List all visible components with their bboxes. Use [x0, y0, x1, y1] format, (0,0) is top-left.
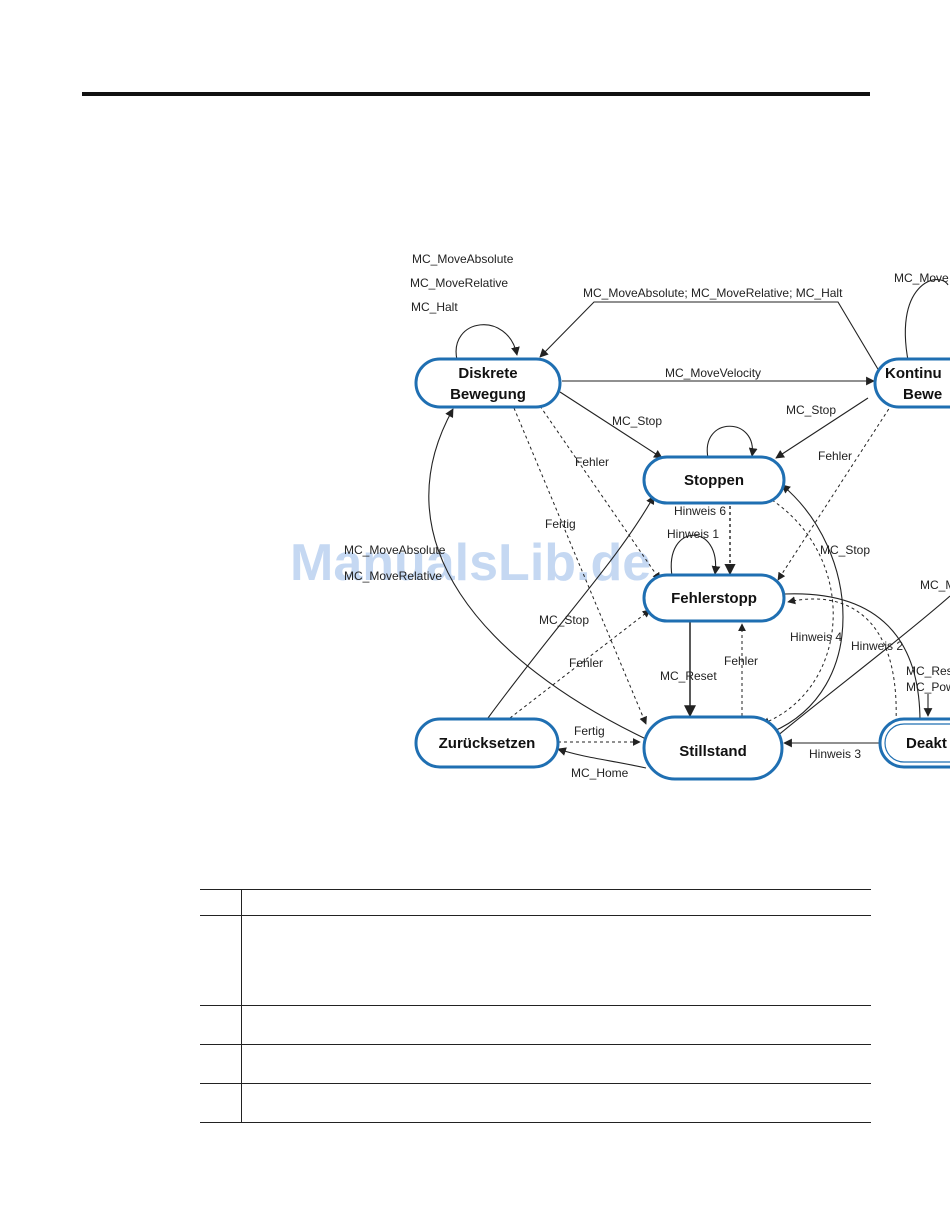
- table-cell: [200, 915, 242, 1006]
- state-continuous-label-2: Bewe: [903, 386, 942, 403]
- state-continuous-label-1: Kontinu: [885, 365, 942, 382]
- label-mc-reset-right: MC_Res: [906, 664, 950, 678]
- edge-continuous-fault: [777, 403, 893, 581]
- label-mc-reset: MC_Reset: [660, 669, 717, 683]
- label-discrete-self-3: MC_Halt: [411, 300, 458, 314]
- table-cell: [241, 889, 871, 916]
- label-mc-power-right: MC_Pow: [906, 680, 950, 694]
- label-mc-home: MC_Home: [571, 766, 629, 780]
- state-disabled: Deakt: [878, 717, 950, 769]
- table-cell: [200, 1083, 242, 1123]
- state-discrete-motion: Diskrete Bewegung: [414, 357, 562, 409]
- state-stopping-label: Stoppen: [684, 472, 744, 489]
- edge-discrete-to-stopping: [559, 391, 663, 459]
- table-row: [200, 1083, 871, 1123]
- label-hinweis-3: Hinweis 3: [809, 747, 861, 761]
- edge-homing-to-stopping: [487, 495, 655, 719]
- notes-table: [200, 889, 871, 1123]
- label-standstill-move-2: MC_MoveRelative: [344, 569, 442, 583]
- state-homing: Zurücksetzen: [414, 717, 560, 769]
- state-discrete-label-1: Diskrete: [458, 365, 517, 382]
- label-hinweis-4: Hinweis 4: [790, 630, 842, 644]
- edge-continuous-to-discrete: [539, 301, 889, 387]
- edge-right-to-standstill: [769, 595, 950, 743]
- notes-table-wrapper: [200, 889, 871, 1123]
- label-fehler-homing: Fehler: [569, 656, 603, 670]
- state-discrete-label-2: Bewegung: [450, 386, 526, 403]
- label-hinweis-6: Hinweis 6: [674, 504, 726, 518]
- state-disabled-label: Deakt: [906, 735, 947, 752]
- discrete-self-loop: [455, 324, 520, 361]
- table-row: [200, 1044, 871, 1084]
- label-fertig-discrete: Fertig: [545, 517, 576, 531]
- label-right-move: MC_M: [920, 578, 950, 592]
- table-cell: [200, 1044, 242, 1084]
- state-homing-label: Zurücksetzen: [439, 735, 536, 752]
- label-hinweis-1: Hinweis 1: [667, 527, 719, 541]
- state-diagram: ManualsLib.de: [290, 252, 950, 781]
- label-fehler-standstill: Fehler: [724, 654, 758, 668]
- watermark: ManualsLib.de: [290, 534, 651, 592]
- table-row: [200, 915, 871, 1006]
- edge-standstill-to-homing: [557, 747, 647, 769]
- label-continuous-to-discrete: MC_MoveAbsolute; MC_MoveRelative; MC_Hal…: [583, 286, 843, 300]
- state-errorstop-label: Fehlerstopp: [671, 590, 757, 607]
- label-discrete-self-1: MC_MoveAbsolute: [412, 252, 514, 266]
- label-fehler-continuous: Fehler: [818, 449, 852, 463]
- state-continuous-motion: Kontinu Bewe: [873, 357, 950, 409]
- state-standstill: Stillstand: [642, 715, 784, 781]
- table-row: [200, 1005, 871, 1045]
- table-cell: [200, 889, 242, 916]
- table-cell: [200, 1005, 242, 1045]
- edge-disabled-to-errorstop: [787, 596, 897, 723]
- table-row: [200, 889, 871, 916]
- label-discrete-stop: MC_Stop: [612, 414, 662, 428]
- label-continuous-stop: MC_Stop: [786, 403, 836, 417]
- table-cell: [241, 1083, 871, 1123]
- label-fehler-discrete: Fehler: [575, 455, 609, 469]
- edge-continuous-to-stopping: [775, 397, 869, 459]
- table-cell: [241, 915, 871, 1006]
- stopping-self-loop: [706, 425, 758, 459]
- state-standstill-label: Stillstand: [679, 743, 747, 760]
- label-standstill-move-1: MC_MoveAbsolute: [344, 543, 446, 557]
- edge-discrete-fault: [539, 405, 661, 581]
- header-rule: [82, 92, 870, 96]
- label-discrete-self-2: MC_MoveRelative: [410, 276, 508, 290]
- label-homing-stop: MC_Stop: [539, 613, 589, 627]
- table-cell: [241, 1005, 871, 1045]
- edge-standstill-to-discrete: [428, 408, 649, 741]
- table-cell: [241, 1044, 871, 1084]
- label-continuous-self: MC_Move: [894, 271, 949, 285]
- state-stopping: Stoppen: [642, 455, 786, 505]
- continuous-self-loop: [904, 278, 949, 371]
- edge-errorstop-to-disabled: [783, 593, 921, 723]
- label-hinweis-2: Hinweis 2: [851, 639, 903, 653]
- state-errorstop: Fehlerstopp: [642, 573, 786, 623]
- edge-standstill-to-stopping: [771, 484, 844, 733]
- label-standstill-stop: MC_Stop: [820, 543, 870, 557]
- label-discrete-to-continuous: MC_MoveVelocity: [665, 366, 761, 380]
- label-fertig-homing: Fertig: [574, 724, 605, 738]
- edge-labels: MC_MoveAbsolute MC_MoveRelative MC_Halt …: [344, 252, 950, 780]
- errorstop-self-loop: [670, 534, 721, 577]
